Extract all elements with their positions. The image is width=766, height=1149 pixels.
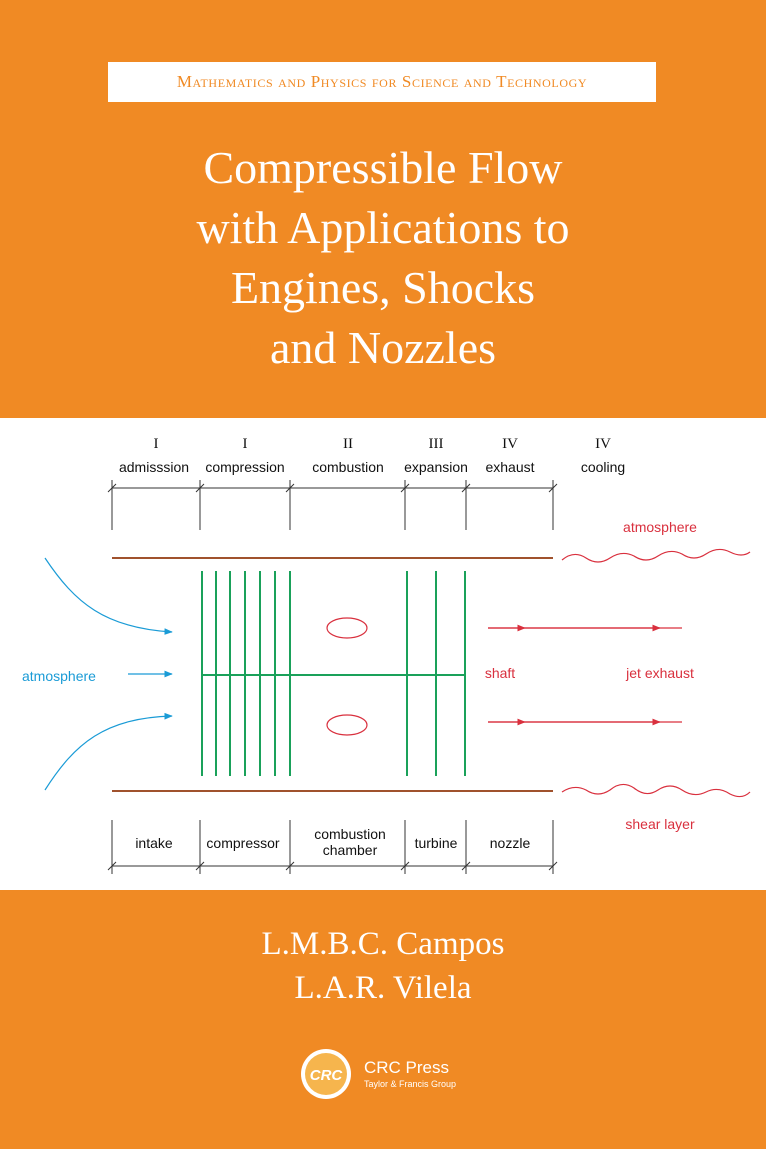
series-banner: Mathematics and Physics for Science and … [108, 62, 656, 102]
shear-layer-bottom [561, 783, 751, 798]
engine-diagram-drawing [44, 480, 751, 874]
engine-diagram: I I II III IV IV admisssion compression … [0, 418, 766, 890]
phase-label: admisssion [118, 459, 190, 475]
roman-label: IV [502, 436, 518, 452]
author-name: L.A.R. Vilela [294, 970, 472, 1006]
inflow-arrows [44, 557, 173, 791]
phase-label: expansion [404, 459, 468, 475]
atmosphere-left-label: atmosphere [22, 668, 96, 684]
shear-layer-top [561, 548, 751, 563]
component-label: turbine [414, 835, 458, 851]
publisher-group: Taylor & Francis Group [364, 1079, 457, 1089]
component-label: nozzle [489, 835, 531, 851]
component-label: combustion chamber [314, 826, 386, 858]
publisher-name: CRC Press [364, 1058, 450, 1077]
flame-upper [326, 617, 368, 639]
phase-label: cooling [580, 459, 626, 475]
roman-label: IV [595, 436, 611, 452]
roman-label: III [428, 436, 444, 452]
phase-label: exhaust [485, 459, 535, 475]
outflow-arrows [488, 624, 682, 726]
crc-press-logo: CRC [301, 1049, 351, 1099]
phase-label: combustion [312, 459, 384, 475]
roman-label: II [343, 436, 353, 452]
phase-label: compression [205, 459, 285, 475]
author-name: L.M.B.C. Campos [261, 926, 505, 962]
bottom-dimension-line [107, 820, 558, 874]
shear-layer-label: shear layer [625, 816, 695, 832]
book-title: Compressible Flow with Applications to E… [0, 138, 766, 378]
atmosphere-top-label: atmosphere [623, 519, 697, 535]
component-label: compressor [206, 835, 280, 851]
title-line-4: and Nozzles [269, 322, 497, 373]
title-line-3: Engines, Shocks [230, 262, 536, 313]
title-line-2: with Applications to [196, 202, 570, 253]
compressor-blades [201, 571, 291, 776]
series-label: Mathematics and Physics for Science and … [176, 72, 588, 91]
shaft-label: shaft [484, 665, 516, 681]
roman-label: I [242, 436, 248, 452]
component-label: intake [135, 835, 173, 851]
flame-lower [326, 714, 368, 736]
roman-label: I [153, 436, 159, 452]
turbine-blades [406, 571, 466, 776]
crc-logo-text: CRC [310, 1067, 344, 1084]
top-dimension-line [107, 480, 558, 530]
jet-exhaust-label: jet exhaust [626, 665, 694, 681]
authors: L.M.B.C. Campos L.A.R. Vilela [0, 922, 766, 1010]
publisher: CRC CRC Press Taylor & Francis Group [300, 1048, 456, 1100]
title-line-1: Compressible Flow [203, 142, 563, 193]
